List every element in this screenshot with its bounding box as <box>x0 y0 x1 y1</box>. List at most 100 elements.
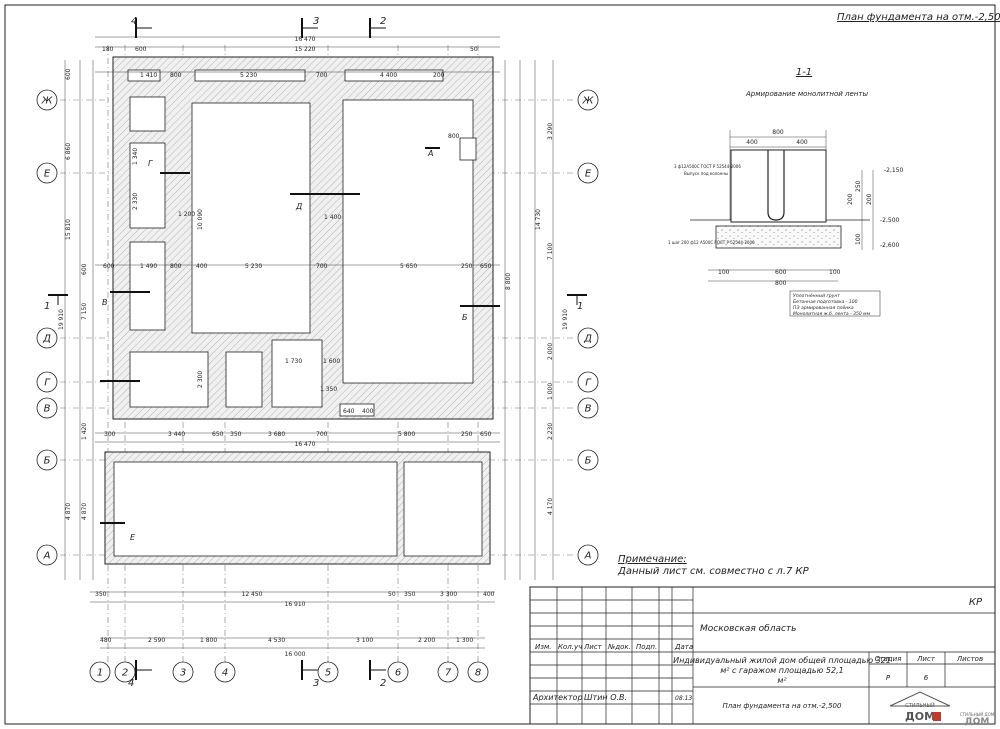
svg-text:1: 1 <box>44 301 50 312</box>
row-axis-4-left: Г <box>36 371 58 393</box>
svg-text:Листов: Листов <box>956 655 983 663</box>
svg-text:Д: Д <box>295 202 302 211</box>
right-dimension-labels: 3 290 14 730 7 100 2 000 1 000 19 910 2 … <box>535 123 569 515</box>
sheet-frame <box>4 4 996 725</box>
svg-text:Кол.уч: Кол.уч <box>558 643 582 651</box>
svg-text:640: 640 <box>343 408 355 415</box>
svg-text:СТИЛЬНЫЙ ДОМ: СТИЛЬНЫЙ ДОМ <box>960 712 995 717</box>
column-axis-4: 4 <box>214 661 236 683</box>
inner-dimension-labels: 1 200 1 400 1 730 1 600 1 350 640 400 80… <box>132 133 512 415</box>
svg-text:19 910: 19 910 <box>58 309 65 330</box>
svg-text:100: 100 <box>718 269 730 276</box>
svg-text:1 340: 1 340 <box>132 148 139 165</box>
svg-text:200: 200 <box>433 72 445 79</box>
svg-text:4: 4 <box>222 668 228 679</box>
svg-text:600: 600 <box>135 46 147 53</box>
row-axis-6-right: Б <box>577 449 599 471</box>
svg-text:4: 4 <box>131 16 137 27</box>
svg-text:50: 50 <box>470 46 478 53</box>
svg-text:4 870: 4 870 <box>65 503 72 520</box>
svg-text:А: А <box>584 551 592 562</box>
svg-text:Г: Г <box>148 159 153 168</box>
rebar-cage <box>767 150 785 221</box>
mid-dimension-labels: 600 1 490 800 400 5 230 700 5 650 250 65… <box>103 263 492 270</box>
svg-text:В: В <box>585 404 592 415</box>
svg-text:180: 180 <box>102 46 114 53</box>
svg-text:Б: Б <box>462 313 468 322</box>
svg-text:400: 400 <box>746 139 758 146</box>
svg-text:А: А <box>43 551 51 562</box>
svg-text:1 200: 1 200 <box>178 211 195 218</box>
svg-text:-2,600: -2,600 <box>880 242 900 249</box>
svg-text:-2,150: -2,150 <box>884 167 904 174</box>
row-axis-7-left: А <box>36 544 58 566</box>
row-axis-4-right: Г <box>577 371 599 393</box>
stamp-column-headers: Изм. Кол.уч Лист №док. Подп. Дата <box>535 643 693 651</box>
svg-text:800: 800 <box>170 263 182 270</box>
svg-text:650: 650 <box>480 431 492 438</box>
stamp-meta: Стадия Лист Листов Р 6 <box>875 655 984 682</box>
svg-text:2 200: 2 200 <box>418 637 435 644</box>
svg-text:1 410: 1 410 <box>140 72 157 79</box>
svg-text:300: 300 <box>104 431 116 438</box>
svg-text:650: 650 <box>212 431 224 438</box>
row-axis-5-right: В <box>577 397 599 419</box>
svg-text:15 810: 15 810 <box>65 219 72 240</box>
svg-text:6: 6 <box>395 668 401 679</box>
svg-text:7: 7 <box>445 668 452 679</box>
svg-text:250: 250 <box>855 180 862 192</box>
svg-text:16 000: 16 000 <box>285 651 306 658</box>
stamp-person: Штин О.В. <box>584 693 627 702</box>
svg-text:4 870: 4 870 <box>81 503 88 520</box>
row-axis-2-right: Е <box>577 162 599 184</box>
svg-text:6: 6 <box>924 674 929 682</box>
svg-text:400: 400 <box>483 591 495 598</box>
svg-text:700: 700 <box>316 431 328 438</box>
svg-text:350: 350 <box>404 591 416 598</box>
svg-text:3 290: 3 290 <box>547 123 554 140</box>
svg-text:350: 350 <box>95 591 107 598</box>
svg-text:Ж: Ж <box>582 96 595 107</box>
svg-text:200: 200 <box>847 193 854 205</box>
row-dimension-labels: 16 470 300 3 440 650 350 3 680 700 5 800… <box>104 431 492 448</box>
svg-text:2: 2 <box>380 678 386 689</box>
svg-text:Бетонная подготовка - 100: Бетонная подготовка - 100 <box>793 299 858 305</box>
foundation-strip <box>730 149 827 223</box>
row-axis-1-right: Ж <box>577 89 599 111</box>
svg-text:1 730: 1 730 <box>285 358 302 365</box>
svg-text:400: 400 <box>796 139 808 146</box>
svg-text:1 600: 1 600 <box>323 358 340 365</box>
svg-text:5: 5 <box>325 668 331 679</box>
svg-text:400: 400 <box>362 408 374 415</box>
svg-text:1 400: 1 400 <box>324 214 341 221</box>
svg-text:3 680: 3 680 <box>268 431 285 438</box>
svg-text:200: 200 <box>866 193 873 205</box>
svg-text:Монолитная ж.б. лента - 350 мм: Монолитная ж.б. лента - 350 мм <box>793 311 871 317</box>
svg-text:4 400: 4 400 <box>380 72 397 79</box>
section-letter-labels: А Б В Г Д Е <box>102 149 468 542</box>
svg-text:16 470: 16 470 <box>295 441 316 448</box>
svg-text:800: 800 <box>772 129 784 136</box>
stamp-region: Московская область <box>700 624 796 634</box>
svg-text:700: 700 <box>316 263 328 270</box>
svg-text:1 800: 1 800 <box>200 637 217 644</box>
lower-dimension-labels: 350 12 450 50 350 3 300 400 16 910 <box>95 591 495 608</box>
svg-text:Б: Б <box>44 456 51 467</box>
column-axis-3: 3 <box>172 661 194 683</box>
svg-text:В: В <box>44 404 51 415</box>
svg-text:16 470: 16 470 <box>295 36 316 43</box>
svg-text:400: 400 <box>196 263 208 270</box>
svg-text:Д: Д <box>42 334 51 345</box>
row-axis-2-left: Е <box>36 162 58 184</box>
row-axis-6-left: Б <box>36 449 58 471</box>
svg-text:50: 50 <box>388 591 396 598</box>
svg-text:10 090: 10 090 <box>197 209 204 230</box>
column-axis-1: 1 <box>89 661 111 683</box>
svg-text:Г: Г <box>44 378 51 389</box>
svg-text:5 230: 5 230 <box>245 263 262 270</box>
svg-text:1 420: 1 420 <box>81 423 88 440</box>
svg-text:4: 4 <box>128 678 134 689</box>
svg-text:600: 600 <box>81 263 88 275</box>
svg-text:800: 800 <box>170 72 182 79</box>
svg-text:1 300: 1 300 <box>456 637 473 644</box>
